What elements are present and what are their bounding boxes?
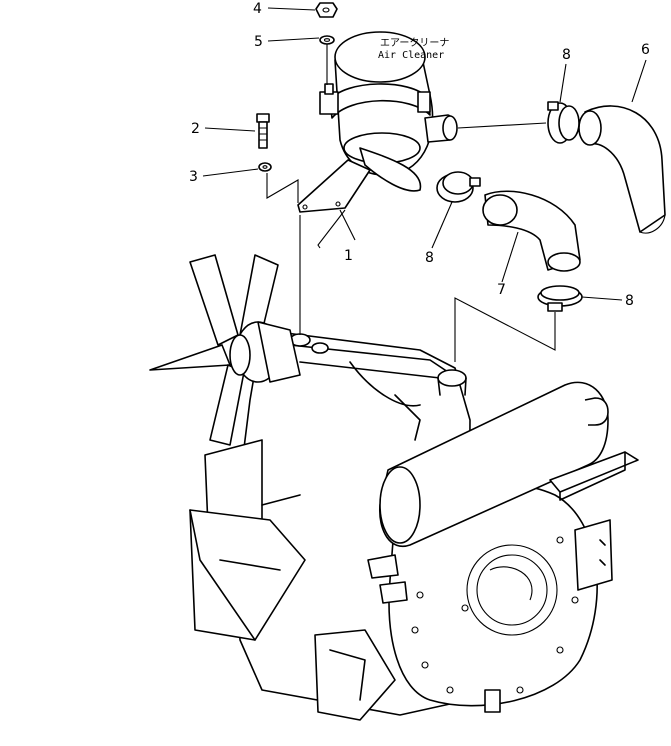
engine-assembly [189,329,639,721]
callout-4: 4 [253,1,262,17]
air-cleaner [297,31,458,213]
bolt-2 [256,113,270,149]
callout-3: 3 [189,169,198,185]
leader-lines [202,7,647,362]
washer-5 [319,35,335,45]
callout-8-lower: 8 [625,293,634,309]
callout-2: 2 [191,121,200,137]
hose-clamp-lower [537,285,583,312]
nut-4 [315,2,338,18]
fan-assembly [149,254,301,446]
callout-5: 5 [254,34,263,50]
callout-7: 7 [497,282,506,298]
hose-clamp-top [547,101,580,144]
air-cleaner-label-en: Air Cleaner [378,50,444,61]
air-cleaner-label-ja: エアークリーナ [380,37,449,49]
callout-8-top: 8 [562,47,571,63]
hose-clamp-middle [436,171,481,203]
callout-6: 6 [641,42,650,58]
hose-7 [482,190,581,272]
callout-8-middle: 8 [425,250,434,266]
washer-3 [258,162,272,172]
callout-1: 1 [344,248,353,264]
hose-6 [578,105,666,234]
